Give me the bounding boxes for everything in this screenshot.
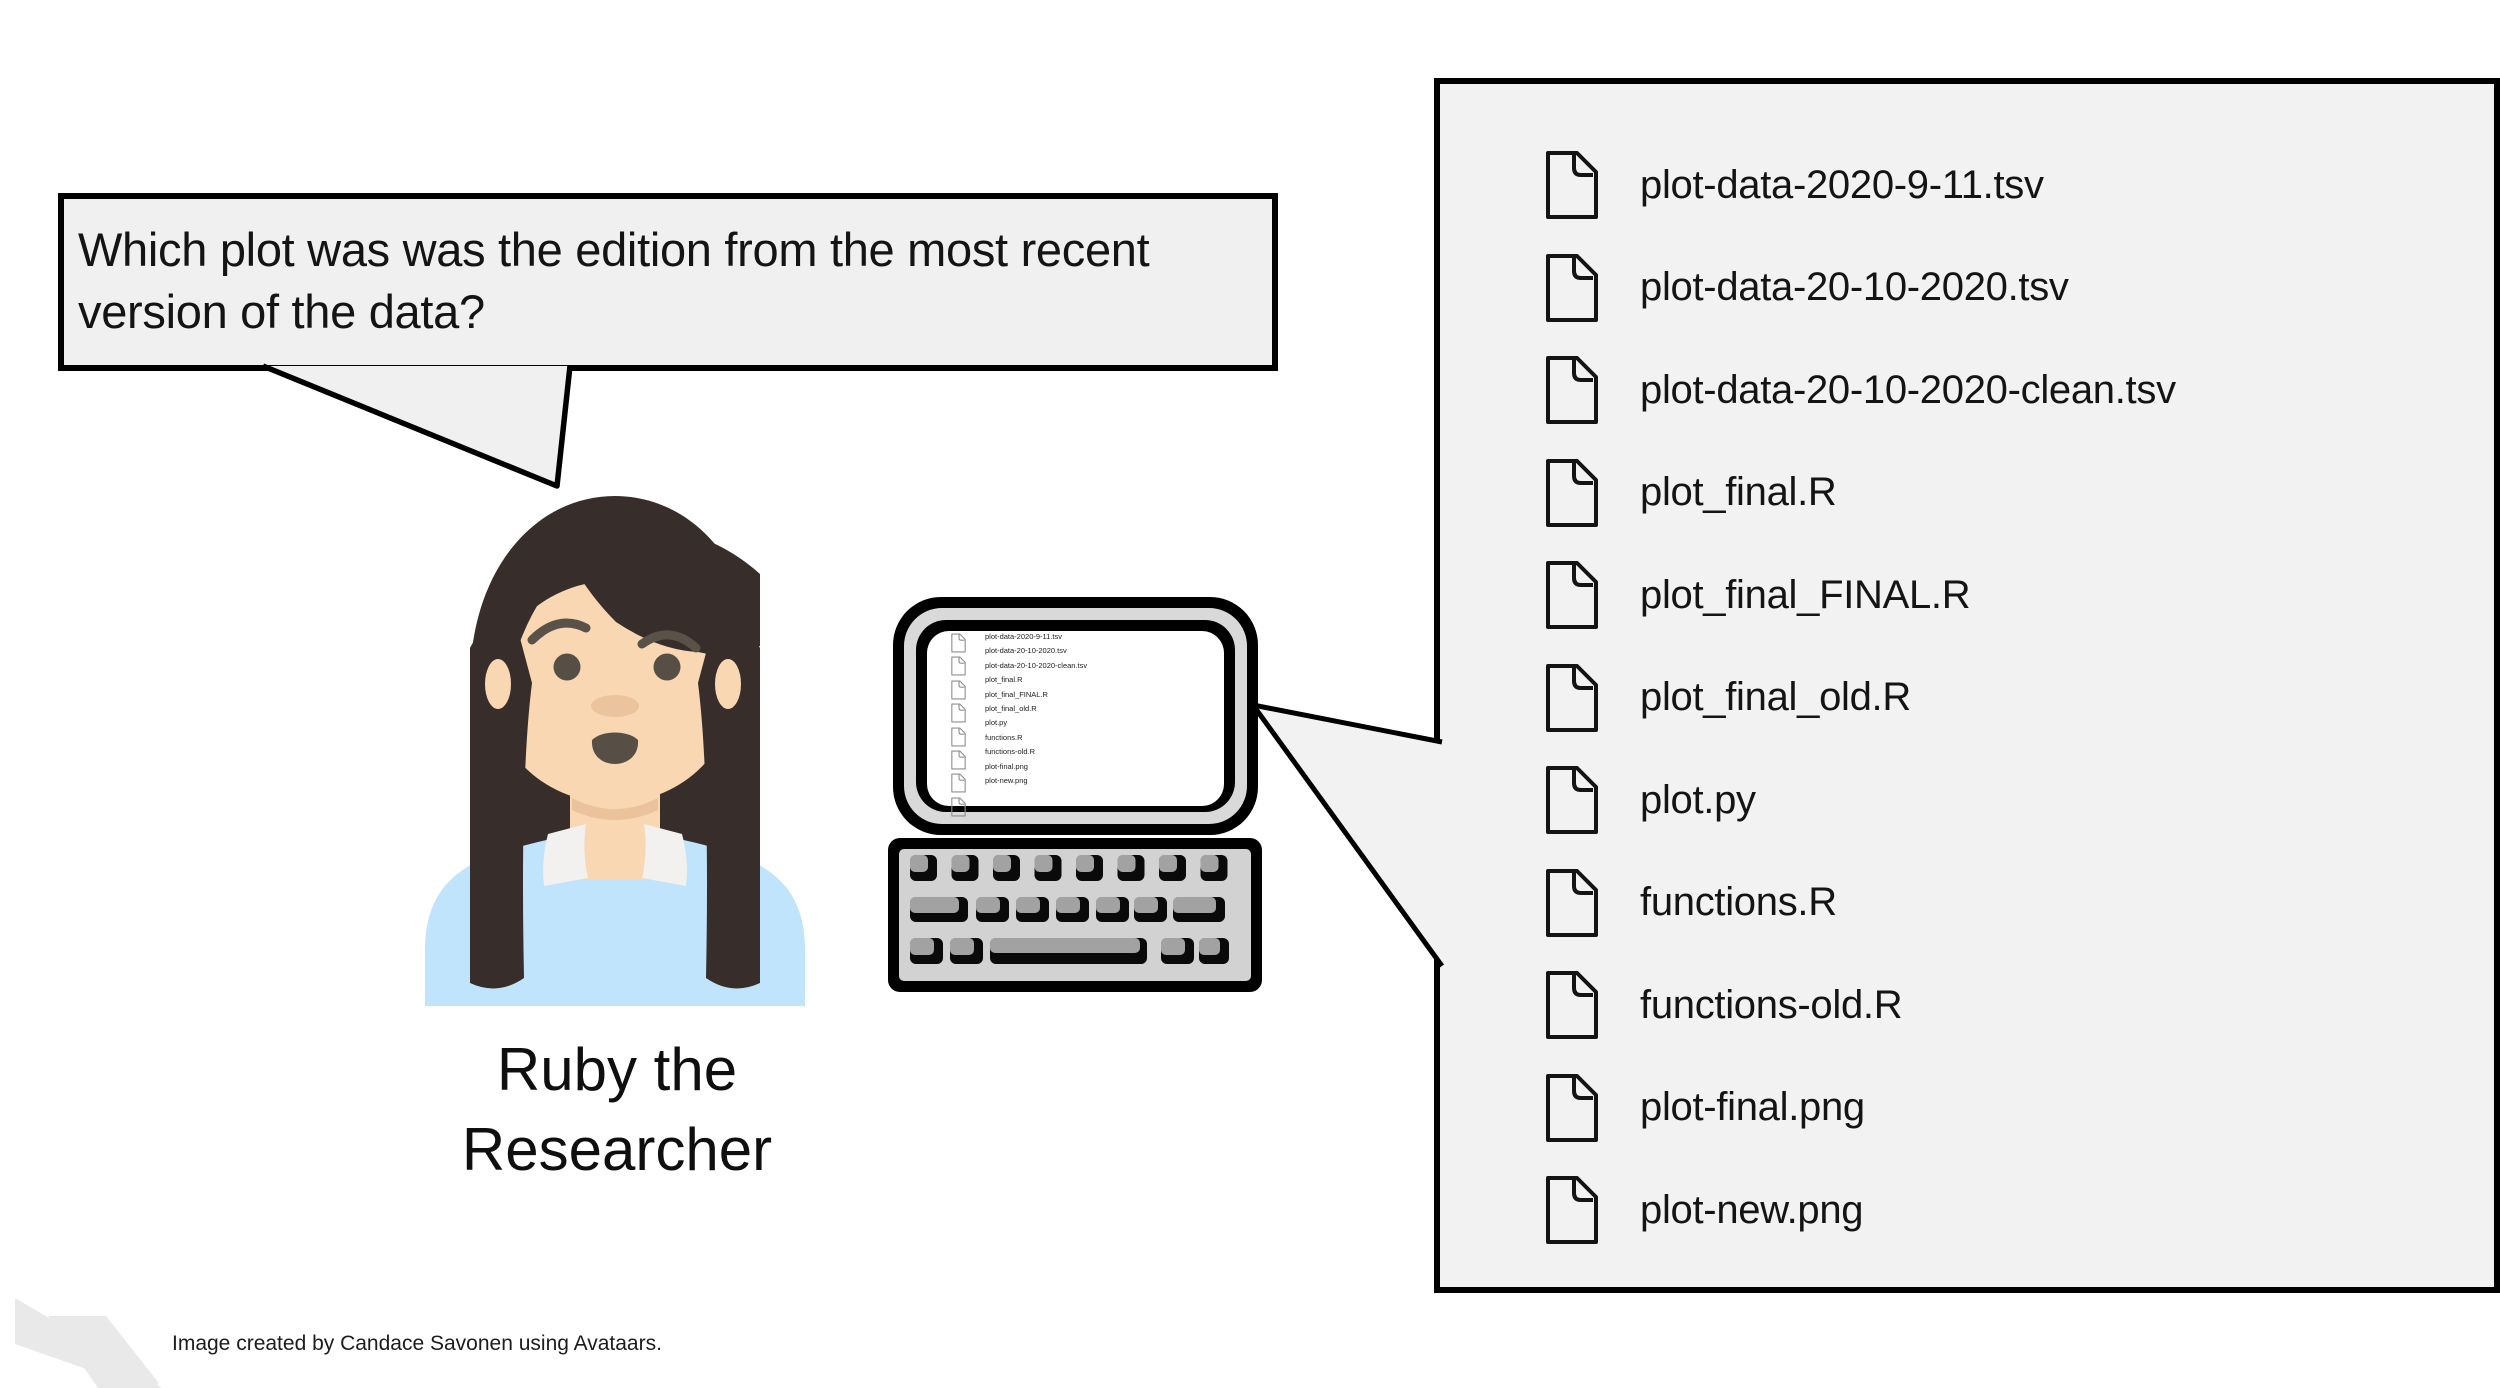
file-icon (1546, 151, 1598, 220)
file-row: plot.py (1542, 749, 2494, 852)
file-icon (951, 797, 966, 817)
file-name-mini: plot-final.png (985, 761, 1028, 771)
file-icon (1546, 766, 1598, 835)
collar-left (543, 824, 588, 886)
file-name: plot.py (1640, 777, 1756, 822)
file-icon (1546, 1176, 1598, 1245)
file-row: plot-final.png (1542, 1057, 2494, 1160)
neck-shadow (572, 798, 658, 820)
speech-bubble-tail (261, 363, 573, 489)
file-name: plot_final_FINAL.R (1640, 572, 1971, 617)
file-icon (1546, 868, 1598, 937)
character-name: Ruby the Researcher (367, 1030, 867, 1190)
file-icon (951, 750, 966, 770)
file-name: plot-new.png (1640, 1187, 1864, 1232)
eyebrow-right (637, 630, 701, 653)
file-row: plot-data-2020-9-11.tsv (1542, 134, 2494, 237)
avatar-ruby (425, 496, 805, 1006)
hair-bangs (572, 525, 760, 656)
file-panel: plot-data-2020-9-11.tsv plot-data-20-10-2… (1434, 78, 2500, 1293)
file-name-mini: plot.py (985, 718, 1008, 728)
eye-right (653, 653, 681, 681)
file-name-mini: plot-data-20-10-2020-clean.tsv (985, 660, 1088, 670)
laptop (888, 597, 1262, 992)
ear-right (715, 659, 741, 709)
file-name-mini: plot_final.R (985, 675, 1023, 685)
file-row: plot-data-20-10-2020.tsv (1542, 237, 2494, 340)
file-icon (1546, 356, 1598, 425)
file-name: plot-final.png (1640, 1085, 1865, 1130)
mouth-open-frown (591, 732, 639, 764)
file-icon (951, 703, 966, 723)
laptop-screen-file-list: plot-data-2020-9-11.tsv plot-data-20-10-2… (948, 628, 1220, 817)
laptop-screen (927, 631, 1224, 806)
file-row: plot_final_FINAL.R (1542, 544, 2494, 647)
laptop-screen-names: plot-data-2020-9-11.tsv plot-data-20-10-2… (985, 630, 1087, 788)
character-name-line-1: Ruby the (496, 1036, 738, 1103)
file-name-mini: functions-old.R (985, 747, 1036, 757)
collar-right (642, 824, 687, 886)
keyboard-keys (910, 855, 1229, 964)
file-row: functions-old.R (1542, 954, 2494, 1057)
file-name: functions.R (1640, 880, 1837, 925)
file-row: plot_final.R (1542, 442, 2494, 545)
nose (591, 695, 639, 717)
laptop-screen-icons (950, 633, 967, 817)
file-name: functions-old.R (1640, 982, 1903, 1027)
corner-logo (15, 1298, 162, 1388)
file-icon (951, 656, 966, 676)
character-name-line-2: Researcher (461, 1116, 773, 1183)
file-name: plot_final_old.R (1640, 675, 1911, 720)
file-icon (951, 680, 966, 700)
file-row: functions.R (1542, 852, 2494, 955)
file-icon (951, 727, 966, 747)
file-icon (1546, 971, 1598, 1040)
file-name-mini: plot-data-20-10-2020.tsv (985, 646, 1067, 656)
image-credit-caption: Image created by Candace Savonen using A… (172, 1332, 662, 1355)
logo-parallelogram (48, 1316, 158, 1388)
speech-bubble: Which plot was was the edition from the … (58, 193, 1278, 371)
file-name: plot_final.R (1640, 470, 1837, 515)
file-list: plot-data-2020-9-11.tsv plot-data-20-10-2… (1440, 84, 2494, 1262)
file-name: plot-data-2020-9-11.tsv (1640, 162, 2044, 207)
file-row: plot-new.png (1542, 1159, 2494, 1262)
file-name: plot-data-20-10-2020.tsv (1640, 265, 2069, 310)
file-name: plot-data-20-10-2020-clean.tsv (1640, 367, 2176, 412)
speech-bubble-line-1: Which plot was was the edition from the … (78, 223, 1150, 276)
eyebrow-left (527, 618, 591, 645)
neck (570, 776, 660, 880)
file-name-mini: plot-new.png (985, 776, 1028, 786)
file-icon (1546, 1073, 1598, 1142)
file-icon (1546, 253, 1598, 322)
eye-left (553, 653, 581, 681)
file-name-mini: plot-data-2020-9-11.tsv (985, 632, 1062, 641)
file-icon (1546, 458, 1598, 527)
speech-bubble-line-2: version of the data? (78, 285, 485, 338)
file-icon (951, 633, 966, 653)
hair-lock-right (698, 608, 760, 989)
file-icon (951, 773, 966, 793)
file-name-mini: plot_final_FINAL.R (985, 689, 1048, 699)
hair-lock-left (470, 608, 532, 989)
file-row: plot-data-20-10-2020-clean.tsv (1542, 339, 2494, 442)
ear-left (485, 659, 511, 709)
file-row: plot_final_old.R (1542, 647, 2494, 750)
file-icon (1546, 561, 1598, 630)
file-name-mini: plot_final_old.R (985, 704, 1037, 714)
file-icon (1546, 663, 1598, 732)
file-name-mini: functions.R (985, 732, 1023, 742)
